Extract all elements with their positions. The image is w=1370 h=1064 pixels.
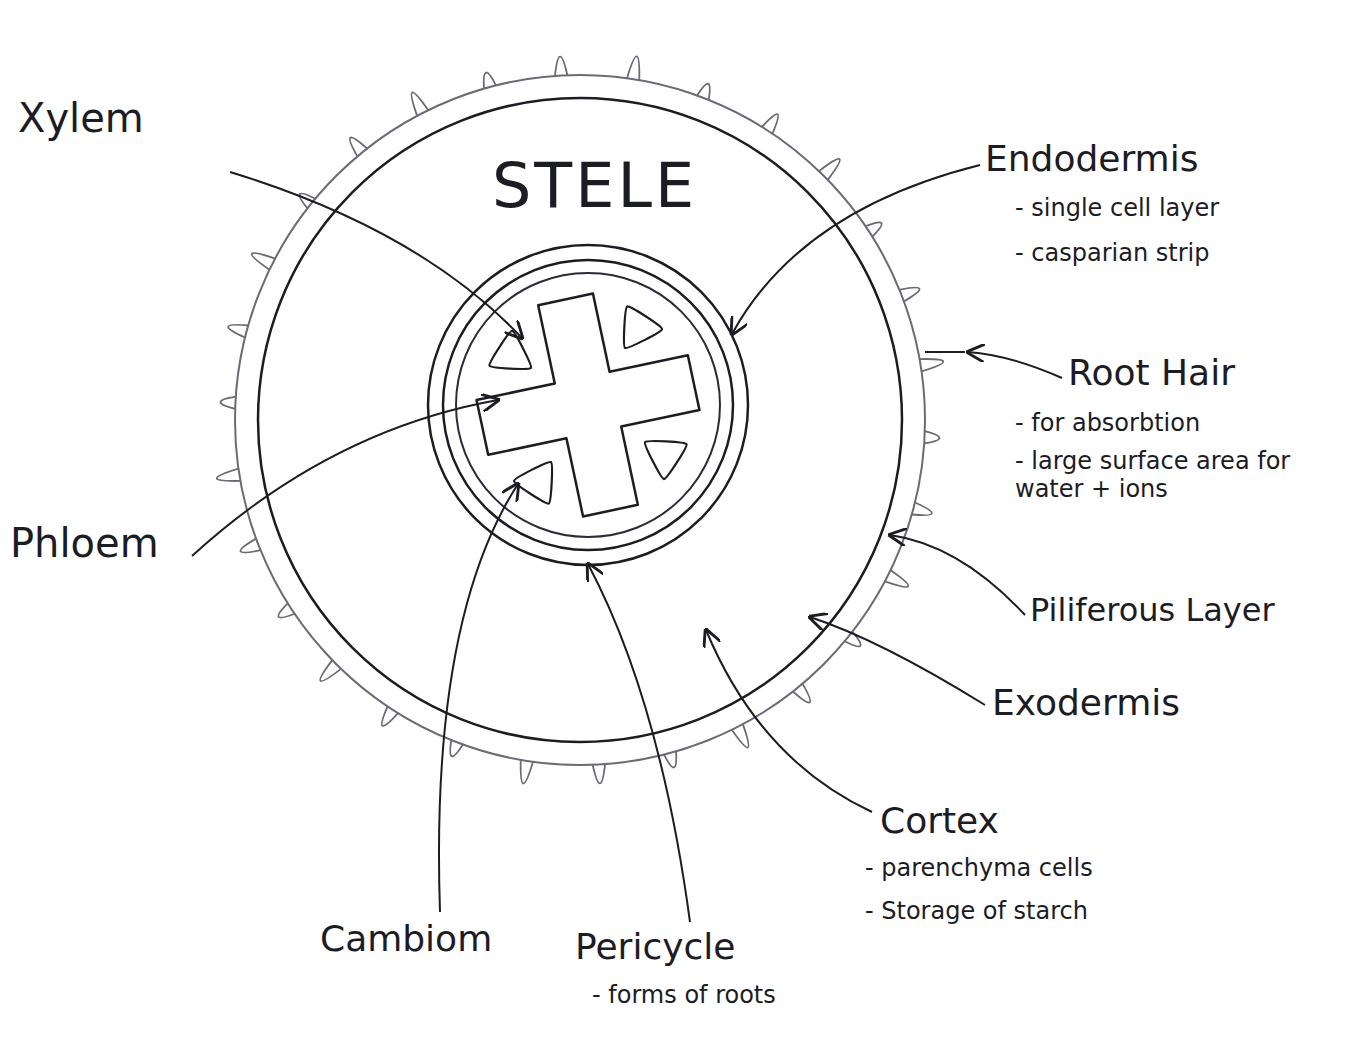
leader-line — [230, 172, 522, 338]
root-hair — [925, 351, 965, 353]
root-hair — [382, 706, 398, 726]
part-label: Cortex — [880, 800, 999, 841]
root-hair — [627, 56, 639, 80]
root-hair — [320, 660, 341, 681]
root-hair — [220, 397, 235, 409]
root-hair — [920, 359, 944, 371]
root-hair — [924, 431, 939, 443]
part-label: Xylem — [18, 95, 144, 141]
part-label: Root Hair — [1068, 352, 1235, 393]
root-hair — [555, 57, 567, 76]
part-label: Endodermis — [985, 138, 1198, 179]
phloem-patch — [624, 306, 662, 348]
note-text: - for absorbtion — [1015, 410, 1200, 438]
note-text: - large surface area for water + ions — [1015, 448, 1305, 503]
leader-lines — [192, 165, 1062, 922]
region-title: STELE — [492, 150, 697, 221]
piliferous-layer — [235, 75, 925, 765]
note-text: - forms of roots — [592, 982, 776, 1010]
note-text: - Storage of starch — [865, 898, 1088, 926]
part-label: Pericycle — [575, 926, 735, 967]
root-hair — [521, 760, 533, 784]
root-hair — [350, 137, 367, 156]
leader-line — [732, 165, 980, 334]
phloem-patch — [645, 441, 687, 479]
leader-line — [439, 484, 518, 912]
leader-line — [588, 564, 690, 922]
root-hair — [593, 764, 605, 783]
root-hair — [217, 469, 241, 481]
part-label: Cambiom — [320, 918, 492, 959]
leader-line — [810, 617, 985, 705]
root-hair — [762, 114, 778, 134]
leader-line — [706, 630, 872, 812]
root-hair — [819, 159, 840, 180]
phloem-patch — [514, 462, 552, 504]
root-hairs — [217, 56, 944, 783]
note-text: - casparian strip — [1015, 240, 1209, 268]
note-text: - single cell layer — [1015, 195, 1219, 223]
leader-line — [890, 535, 1025, 615]
leader-line — [192, 400, 498, 556]
leader-line — [968, 352, 1062, 378]
root-hair — [793, 684, 810, 703]
part-label: Piliferous Layer — [1030, 592, 1275, 629]
exodermis-ring — [258, 98, 902, 742]
part-label: Exodermis — [992, 682, 1180, 723]
phloem-patch — [489, 331, 531, 369]
part-label: Phloem — [10, 520, 159, 566]
note-text: - parenchyma cells — [865, 855, 1093, 883]
